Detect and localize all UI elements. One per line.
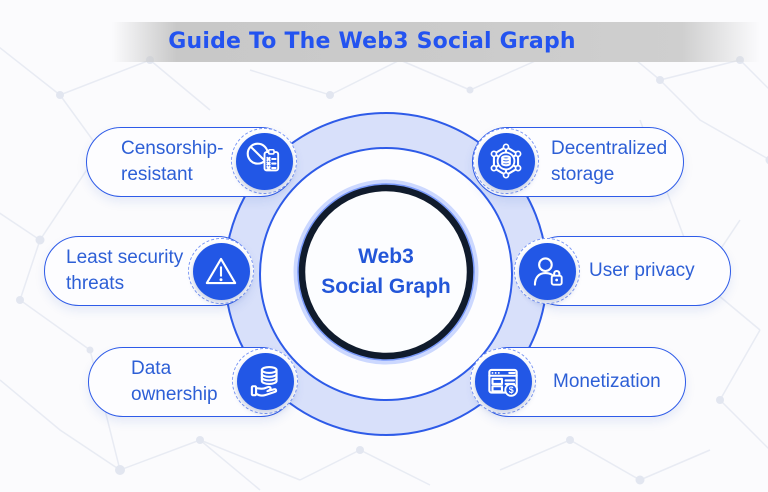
pill-label-line1: Data [131,358,172,379]
center-label: Web3 Social Graph [296,242,476,302]
badge-data-ownership [232,348,298,414]
pill-label-line1: Censorship- [121,138,224,159]
pill-label-line1: Decentralized [551,138,668,159]
pill-label-line1: Monetization [553,371,661,392]
pill-label-line1: User privacy [589,260,695,281]
center-node [298,184,474,360]
pill-label-line2: resistant [121,164,193,185]
pill-label-line2: ownership [131,384,218,405]
svg-text:$: $ [509,385,514,395]
badge-monetization: $ [470,348,536,414]
browser-dollar-icon: $ [474,352,532,410]
badge-censorship-resistant [231,128,297,194]
center-node-glow [293,179,479,365]
network-database-icon [477,132,535,190]
badge-least-security-threats [188,238,254,304]
ban-checklist-icon [235,132,293,190]
center-label-line2: Social Graph [321,275,451,298]
pill-label-line2: threats [66,273,125,294]
warning-triangle-icon [192,242,250,300]
pill-label-line2: storage [551,164,615,185]
page-title: Guide To The Web3 Social Graph [168,29,576,54]
center-label-line1: Web3 [358,245,414,268]
pill-label-line1: Least security [66,247,184,268]
badge-decentralized-storage [473,128,539,194]
badge-user-privacy [514,238,580,304]
hand-database-icon [236,352,294,410]
user-lock-icon [518,242,576,300]
title-band [112,22,760,62]
